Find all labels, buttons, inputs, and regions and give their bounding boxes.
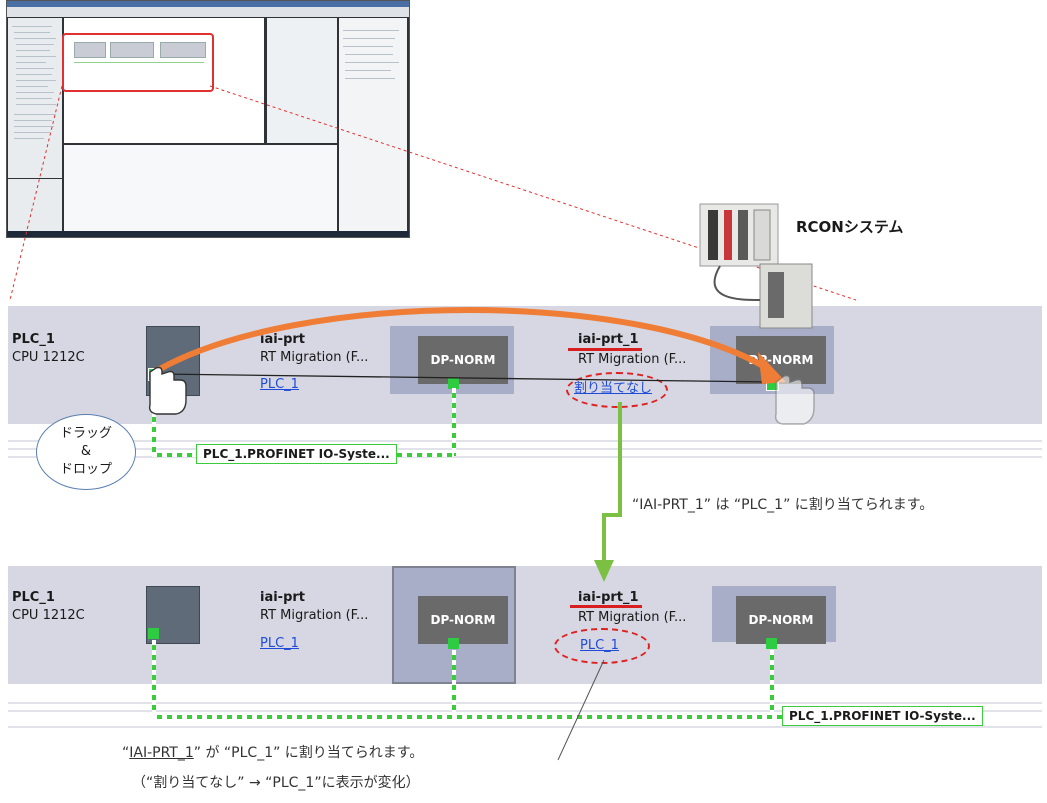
assigned-plc-link[interactable]: PLC_1 — [260, 636, 299, 651]
device-name: iai-prt_1 — [578, 332, 639, 347]
dp-norm-module[interactable]: DP-NORM — [418, 336, 508, 384]
plc-cpu: CPU 1212C — [12, 350, 85, 365]
properties-pane — [64, 145, 337, 233]
plc-cpu: CPU 1212C — [12, 608, 85, 623]
device-type: RT Migration (F... — [260, 350, 369, 365]
drag-drop-bubble: ドラッグ & ドロップ — [36, 414, 136, 490]
profinet-network-label[interactable]: PLC_1.PROFINET IO-Syste... — [782, 706, 983, 726]
device-name: iai-prt_1 — [578, 590, 639, 605]
device-port[interactable] — [766, 638, 777, 649]
plc-name: PLC_1 — [12, 590, 55, 605]
device-name: iai-prt — [260, 590, 306, 605]
name-highlight — [568, 348, 642, 351]
taskbar — [7, 231, 409, 237]
assignment-note: “IAI-PRT_1” は “PLC_1” に割り当てられます。 — [632, 497, 934, 513]
menu-bar — [7, 7, 409, 17]
dp-norm-module[interactable]: DP-NORM — [418, 596, 508, 644]
hand-cursor-icon — [774, 374, 815, 425]
network-view — [64, 18, 264, 143]
hand-cursor-icon — [148, 366, 187, 415]
details-view — [8, 179, 62, 233]
result-note-sub: （“割り当てなし” → “PLC_1”に表示が変化） — [132, 775, 420, 791]
highlight-oval — [566, 372, 668, 408]
device-type: RT Migration (F... — [260, 608, 369, 623]
dp-norm-module[interactable]: DP-NORM — [736, 596, 826, 644]
assigned-plc-link[interactable]: PLC_1 — [260, 377, 299, 392]
profinet-network-label[interactable]: PLC_1.PROFINET IO-Syste... — [196, 444, 397, 464]
device-name: iai-prt — [260, 332, 306, 347]
project-tree — [8, 18, 62, 178]
device-type: RT Migration (F... — [578, 610, 687, 625]
device-port[interactable] — [448, 638, 459, 649]
device-port[interactable] — [448, 378, 459, 389]
result-note: “IAI-PRT_1” が “PLC_1” に割り当てられます。 — [122, 745, 424, 761]
network-view-highlight — [62, 33, 214, 92]
hardware-catalog — [339, 18, 407, 233]
name-highlight — [570, 605, 642, 608]
rcon-hardware-image — [699, 203, 813, 329]
rcon-system-label: RCONシステム — [796, 218, 904, 236]
hardware-catalog-tabs — [267, 18, 337, 143]
plc-port[interactable] — [148, 628, 159, 639]
plc-device[interactable] — [146, 586, 200, 644]
device-type: RT Migration (F... — [578, 352, 687, 367]
title-bar — [7, 1, 409, 7]
plc-name: PLC_1 — [12, 332, 55, 347]
highlight-oval — [554, 628, 650, 664]
tia-portal-screenshot — [6, 0, 410, 238]
